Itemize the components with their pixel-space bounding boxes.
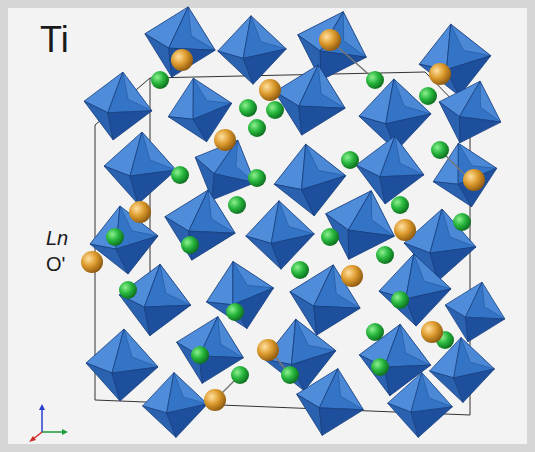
bond-lines	[215, 40, 470, 400]
o-prime-atoms	[81, 29, 485, 411]
ti-octahedra	[81, 0, 510, 441]
atom-label: Ln	[46, 228, 68, 248]
atom-label: O'	[46, 254, 65, 274]
element-label: Ti	[40, 22, 69, 58]
ln-atoms	[106, 71, 471, 384]
slide-ground	[8, 8, 527, 444]
axis-indicator	[29, 404, 68, 442]
